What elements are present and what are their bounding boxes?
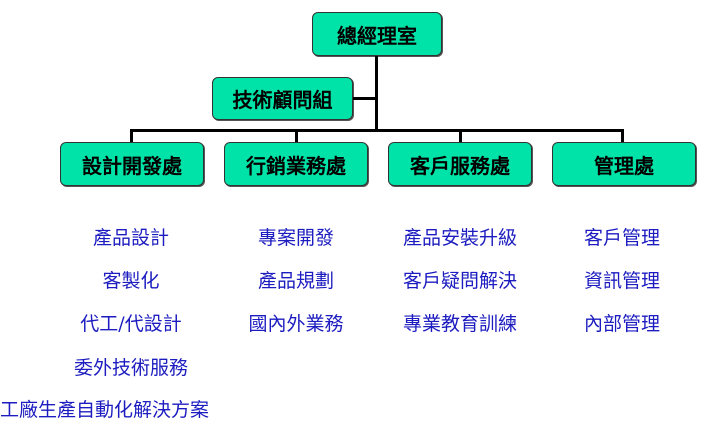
connector-line bbox=[353, 97, 376, 100]
department-box-admin: 管理處 bbox=[552, 142, 696, 186]
duty-item: 產品設計 bbox=[92, 227, 169, 249]
duty-item: 國內外業務 bbox=[248, 313, 344, 335]
duty-item: 工廠生產自動化解決方案 bbox=[0, 399, 210, 421]
connector-line bbox=[130, 129, 624, 132]
box-label: 技術顧問組 bbox=[232, 88, 333, 112]
box-label: 客戶服務處 bbox=[410, 153, 510, 178]
duty-item: 客戶疑問解決 bbox=[402, 270, 517, 292]
technical-advisor-box: 技術顧問組 bbox=[212, 77, 353, 120]
connector-line bbox=[130, 129, 133, 143]
duty-item: 資訊管理 bbox=[583, 270, 660, 292]
box-label: 總經理室 bbox=[337, 23, 417, 48]
duty-item: 客製化 bbox=[102, 270, 160, 292]
duty-item: 專案開發 bbox=[257, 227, 334, 249]
connector-line bbox=[295, 129, 298, 143]
duty-item: 專業教育訓練 bbox=[402, 313, 517, 335]
duty-item: 產品規劃 bbox=[257, 270, 334, 292]
department-box-design: 設計開發處 bbox=[60, 142, 204, 186]
box-label: 行銷業務處 bbox=[246, 153, 346, 178]
box-label: 設計開發處 bbox=[82, 153, 182, 178]
department-box-sales: 行銷業務處 bbox=[224, 142, 368, 186]
box-label: 管理處 bbox=[594, 153, 654, 178]
duty-item: 代工/代設計 bbox=[80, 313, 182, 335]
connector-line bbox=[621, 129, 624, 143]
duty-item: 產品安裝升級 bbox=[402, 227, 517, 249]
connector-line bbox=[459, 129, 462, 143]
duty-item: 委外技術服務 bbox=[73, 357, 188, 379]
connector-line bbox=[375, 56, 378, 132]
duty-item: 內部管理 bbox=[583, 313, 660, 335]
department-box-service: 客戶服務處 bbox=[388, 142, 532, 186]
duty-item: 客戶管理 bbox=[583, 227, 660, 249]
general-manager-office-box: 總經理室 bbox=[312, 12, 442, 56]
